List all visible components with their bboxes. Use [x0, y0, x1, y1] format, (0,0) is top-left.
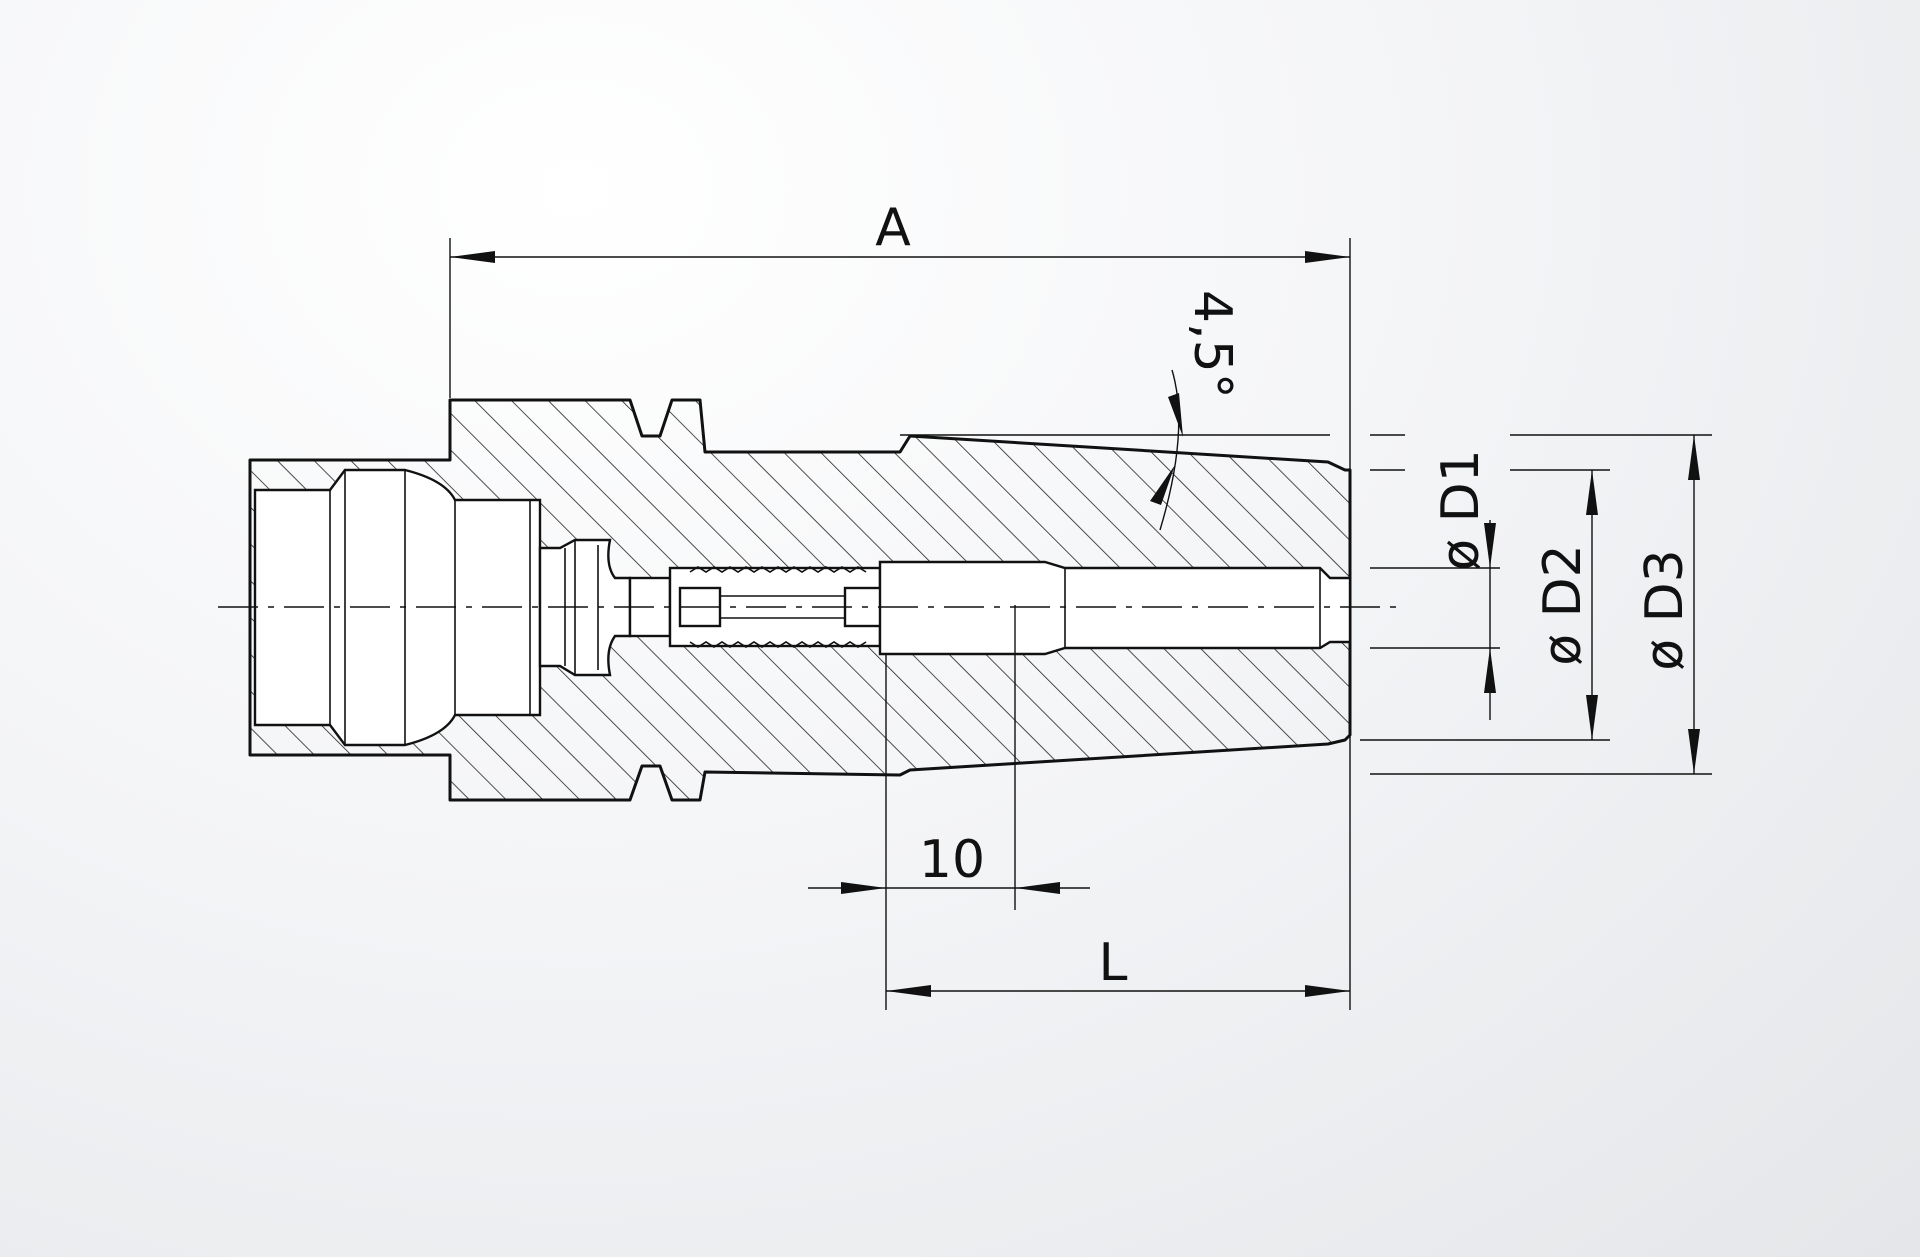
dimension-angle: 4,5° [900, 290, 1330, 531]
dimension-a: A [449, 198, 1351, 1010]
dimension-d2: ø D2 [1360, 469, 1610, 741]
retention-pocket [253, 468, 542, 747]
dimension-a-label: A [875, 198, 911, 258]
dimension-offset: 10 [808, 830, 1090, 894]
dimension-l: L [885, 605, 1350, 1010]
d2-label: ø D2 [1533, 544, 1593, 665]
dimension-d1: ø D1 [1370, 434, 1500, 720]
dimension-l-label: L [1099, 933, 1128, 993]
dimension-offset-label: 10 [919, 830, 985, 890]
angle-label: 4,5° [1182, 290, 1242, 399]
d3-label: ø D3 [1635, 549, 1695, 670]
dimension-d3: ø D3 [1370, 434, 1712, 775]
tool-bore [878, 560, 1352, 656]
d1-label: ø D1 [1431, 449, 1491, 570]
